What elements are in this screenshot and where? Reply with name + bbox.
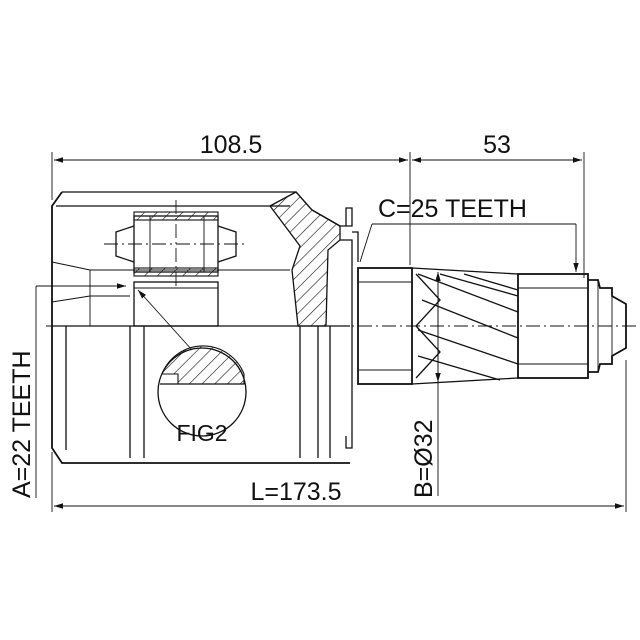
dimension-top-right: 53 [412,131,585,278]
dim-length: L=173.5 [250,478,341,506]
diameter-b-callout: B=Ø32 [410,272,441,498]
dimension-overall-length: L=173.5 [51,360,627,512]
spline-a-callout: A=22 TEETH [8,283,126,498]
seal-flange [340,207,359,449]
fig2-callout: FIG2 [137,289,247,446]
spline-c-callout: C=25 TEETH [359,195,579,272]
spline-a-label: A=22 TEETH [8,350,36,498]
dim-108-5: 108.5 [200,131,263,159]
tripod-bearing [104,200,246,327]
spline-teeth [415,273,519,381]
spline-c-label: C=25 TEETH [378,195,527,223]
diameter-b-label: B=Ø32 [410,419,438,498]
dimension-top-left: 108.5 [51,131,411,265]
dim-53: 53 [483,131,511,159]
housing-section-hatch [269,191,341,327]
fig2-label: FIG2 [176,420,227,446]
housing-interior [51,261,290,326]
stem-shaft [357,267,627,385]
